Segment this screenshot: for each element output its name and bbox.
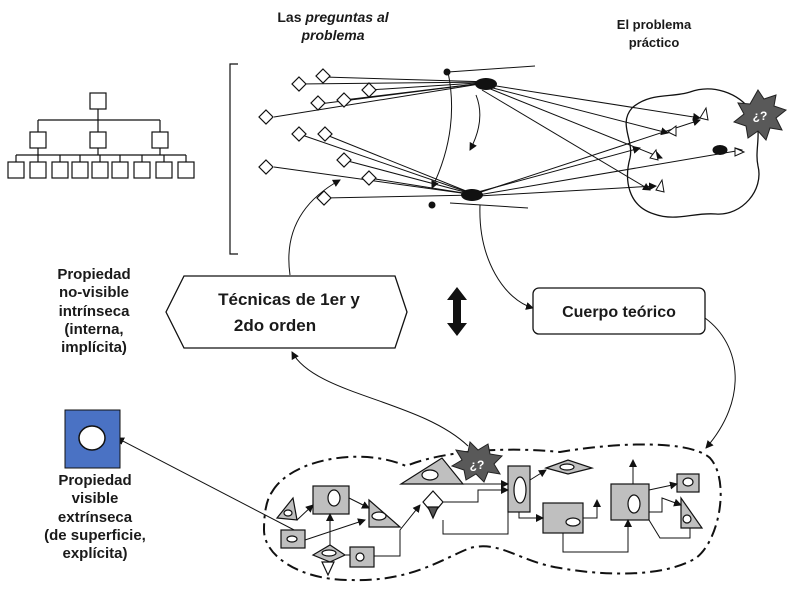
problema-practico-line1: El problema	[617, 17, 692, 32]
cuerpo-teorico-box	[532, 287, 706, 335]
question-burst-icon	[732, 89, 788, 141]
no-visible-line-1: Propiedad	[57, 266, 131, 283]
no-visible-line-5: implícita)	[61, 339, 127, 357]
problem-connections	[431, 65, 743, 209]
bottom-shapes	[275, 457, 704, 577]
question-network	[273, 76, 493, 200]
practical-problem-boundary	[625, 88, 760, 218]
tecnicas-label-line2: 2do orden	[234, 316, 316, 335]
problema-practico-line2: práctico	[629, 35, 680, 50]
hierarchy-tree	[7, 92, 195, 179]
visible-line-4: (de superficie,	[44, 526, 146, 544]
central-connectors	[116, 179, 736, 533]
bottom-system-boundary	[262, 443, 722, 582]
propiedad-visible-label: Propiedad visible extrínseca (de superfi…	[0, 472, 190, 563]
no-visible-line-4: (interna,	[64, 320, 124, 338]
no-visible-line-3: intrínseca	[58, 302, 130, 320]
blue-square-circle	[78, 425, 106, 451]
tecnicas-label-line1: Técnicas de 1er y	[218, 290, 360, 309]
cuerpo-teorico-label: Cuerpo teórico	[562, 304, 676, 321]
preguntas-label-line2: problema	[300, 27, 364, 43]
visible-line-3: extrínseca	[57, 508, 133, 526]
preguntas-label-line1: Las preguntas al	[277, 9, 389, 25]
tecnicas-box	[165, 275, 408, 349]
double-arrow-icon	[447, 287, 467, 336]
visible-line-1: Propiedad	[58, 472, 132, 489]
practical-problem-marks	[649, 106, 746, 193]
bottom-connectors	[296, 459, 691, 557]
no-visible-line-2: no-visible	[58, 284, 129, 302]
question-diamonds	[258, 68, 377, 206]
visible-line-5: explícita)	[62, 545, 128, 563]
network-nodes	[428, 68, 497, 209]
grouping-bracket	[229, 63, 238, 255]
propiedad-no-visible-label: Propiedad no-visible intrínseca (interna…	[4, 266, 184, 357]
visible-line-2: visible	[71, 490, 119, 508]
bottom-question-burst-label: ¿?	[470, 458, 485, 472]
bottom-question-burst-icon	[450, 440, 504, 483]
question-burst-label: ¿?	[753, 109, 768, 123]
